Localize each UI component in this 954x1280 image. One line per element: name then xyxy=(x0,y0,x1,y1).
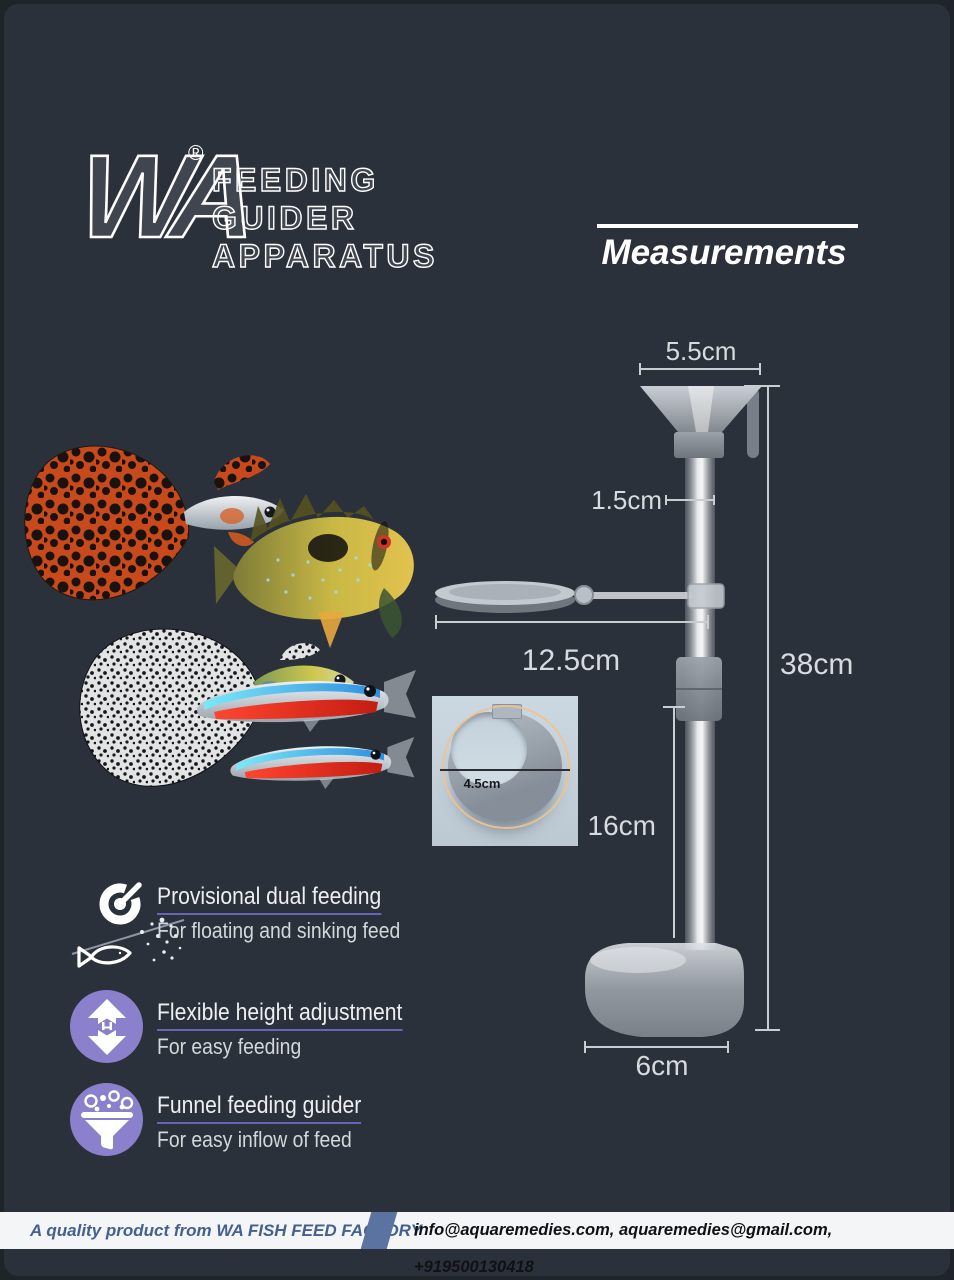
target-and-fish-icon xyxy=(70,878,185,978)
measurements-title: Measurements xyxy=(601,233,847,272)
dim-funnel-width: 5.5cm xyxy=(665,336,737,366)
measurements-rule xyxy=(597,224,858,228)
funnel-cone xyxy=(640,386,762,432)
feature-title: Funnel feeding guider xyxy=(157,1093,362,1124)
diameter-highlight-circle xyxy=(442,705,570,829)
dim-total-height: 38cm xyxy=(780,648,854,681)
logo-word-2: GUIDER xyxy=(211,199,358,236)
dim-ring-diameter: 4.5cm xyxy=(463,776,501,791)
footer-bar: A quality product from WA FISH FEED FACT… xyxy=(0,1212,954,1276)
dim-tube-diameter: 1.5cm xyxy=(591,485,662,515)
funnel-feed-icon xyxy=(70,1083,143,1156)
footer-contact-text: info@aquaremedies.com, aquaremedies@gmai… xyxy=(414,1221,833,1276)
feature-subtitle: For easy inflow of feed xyxy=(157,1127,352,1152)
feature-height-adjustment: H Flexible height adjustment For easy fe… xyxy=(70,990,450,1063)
tray-clamp xyxy=(687,583,725,609)
dim-lower-tube: 16cm xyxy=(587,810,656,841)
hanger-hook xyxy=(747,388,759,458)
feature-subtitle: For easy feeding xyxy=(157,1034,302,1059)
guppy-orange-image xyxy=(24,445,284,601)
tray-arm xyxy=(575,592,693,599)
ram-cichlid-image xyxy=(214,494,414,648)
logo-wordmark: FEEDING GUIDER APPARATUS xyxy=(211,161,438,275)
footer-quality-text: A quality product from WA FISH FEED FACT… xyxy=(30,1221,422,1240)
height-adjust-icon: H xyxy=(70,990,143,1063)
neon-tetra-image xyxy=(197,670,416,732)
diameter-line xyxy=(440,769,570,771)
feature-funnel-guider: Funnel feeding guider For easy inflow of… xyxy=(70,1083,450,1156)
feature-title: Provisional dual feeding xyxy=(157,884,382,915)
dim-tray-length: 12.5cm xyxy=(521,644,621,677)
feature-subtitle: For floating and sinking feed xyxy=(157,918,401,943)
dim-base-width: 6cm xyxy=(635,1050,689,1081)
funnel-collar xyxy=(674,432,724,458)
registered-trademark-symbol: ® xyxy=(188,142,204,165)
feature-title: Flexible height adjustment xyxy=(157,1000,403,1031)
ring-inset-image: 4.5cm xyxy=(432,696,578,846)
feature-dual-feeding: Provisional dual feeding For floating an… xyxy=(70,878,450,978)
logo-word-1: FEEDING xyxy=(211,161,379,198)
logo-word-3: APPARATUS xyxy=(211,237,438,274)
fish-collage-image xyxy=(24,445,416,790)
